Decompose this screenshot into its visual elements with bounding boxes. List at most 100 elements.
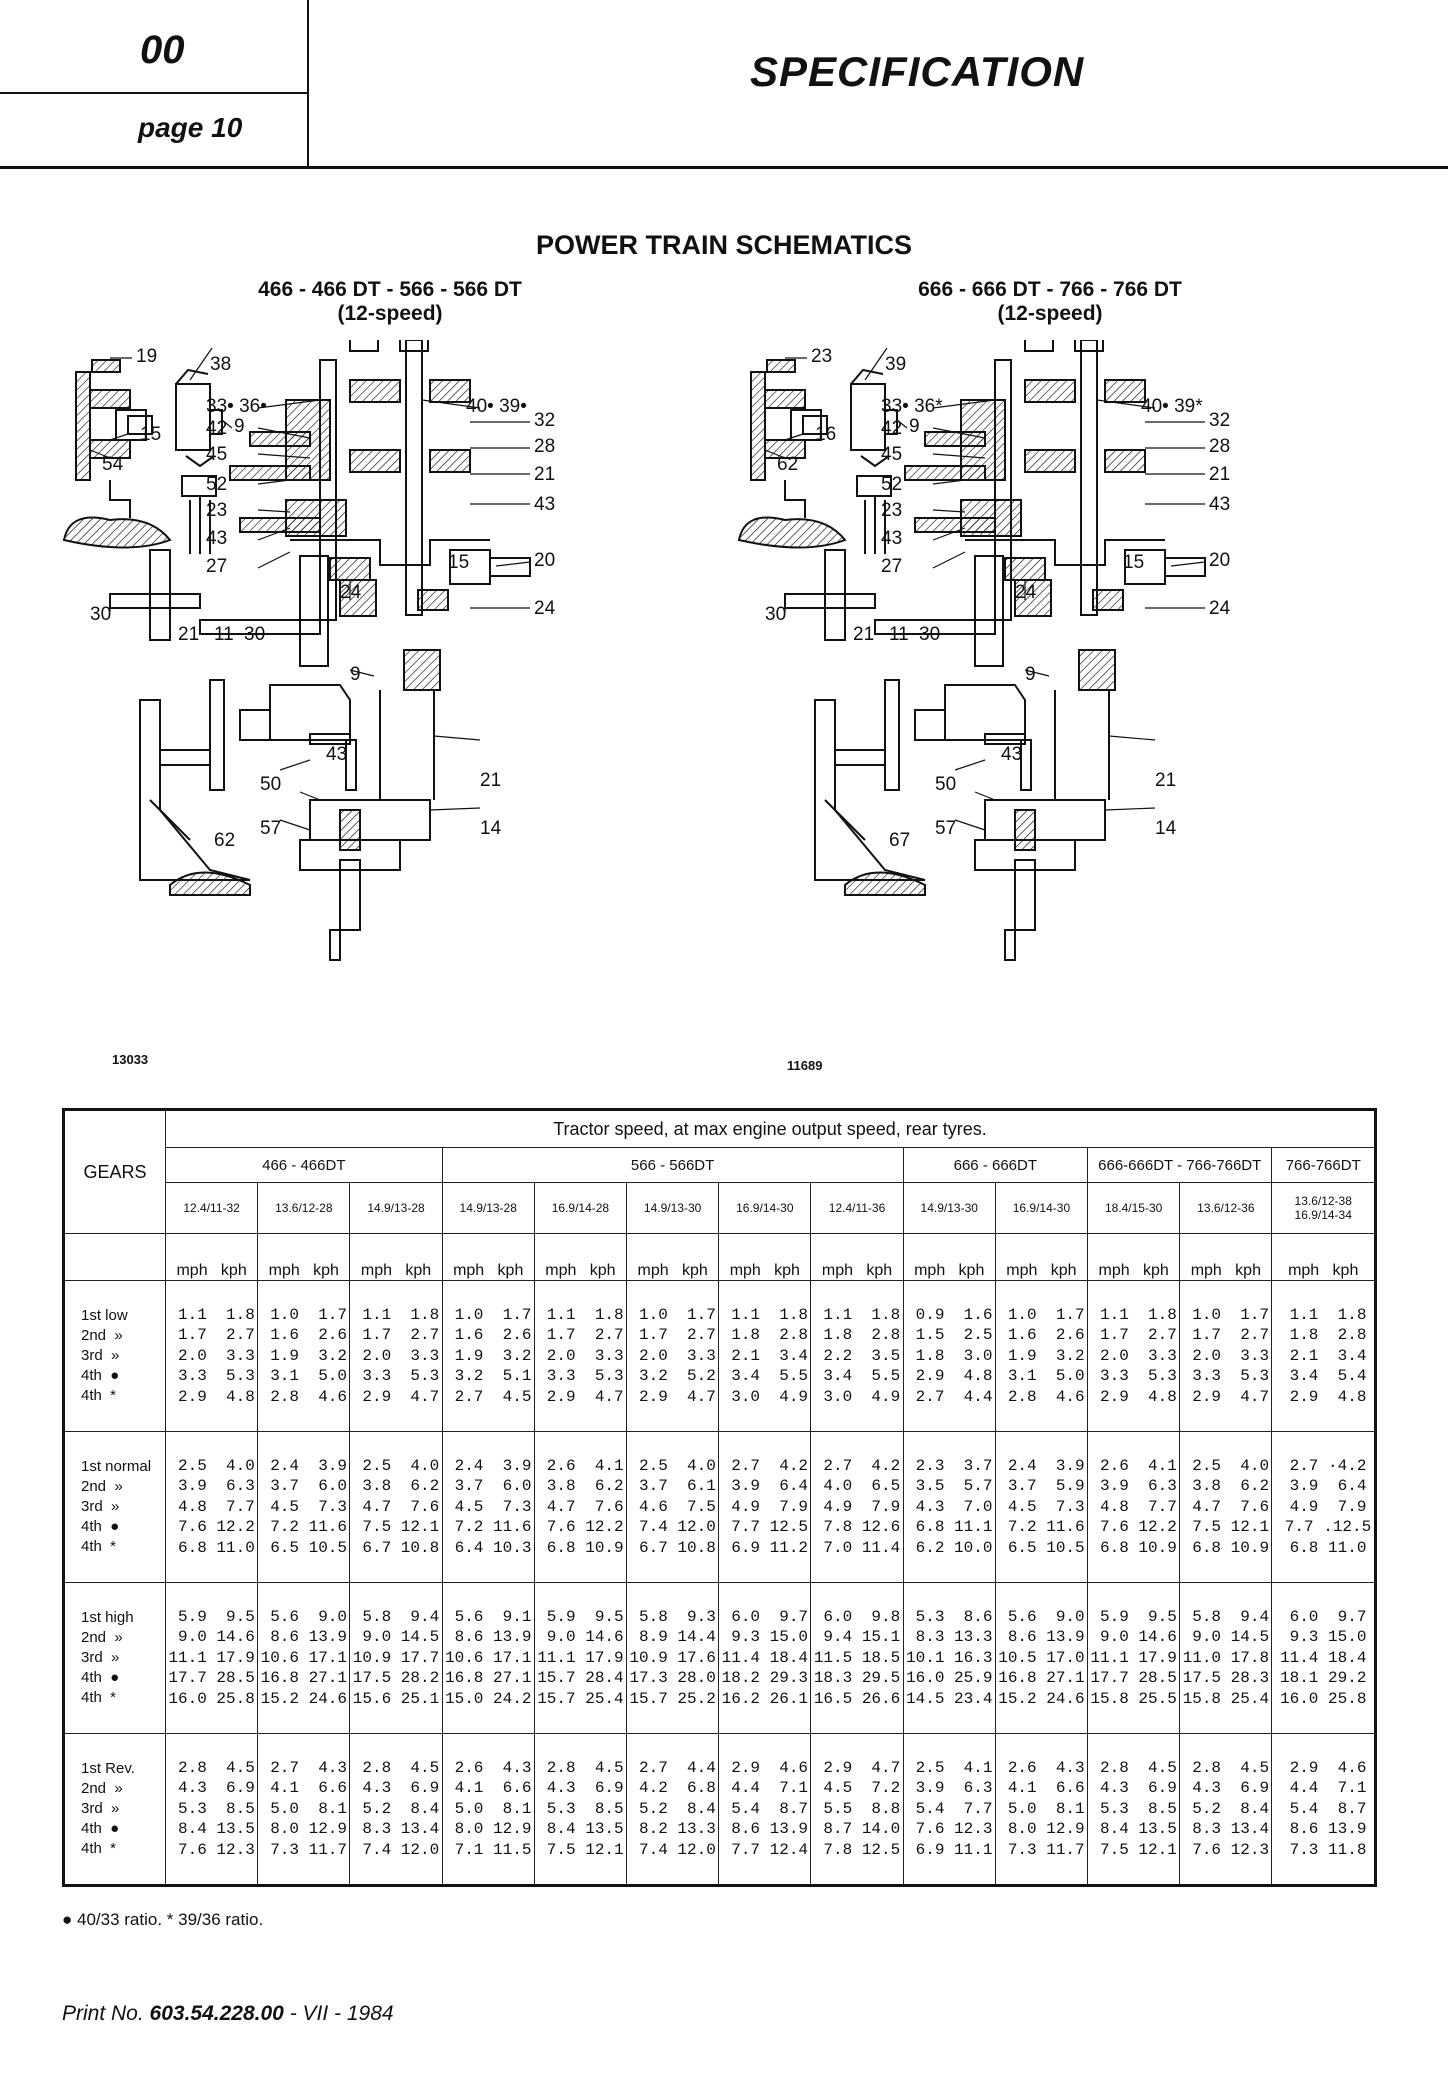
unit-header: mph kph xyxy=(257,1233,351,1281)
part-label: 9 xyxy=(234,416,245,437)
part-label: 23 xyxy=(811,346,832,367)
part-label: 33• 36* xyxy=(881,396,943,417)
page-title: POWER TRAIN SCHEMATICS xyxy=(536,230,912,260)
model-group-header: 666-666DT - 766-766DT xyxy=(1087,1147,1273,1183)
part-label: 21 xyxy=(178,624,199,645)
part-label: 21 xyxy=(534,464,555,485)
part-label: 43 xyxy=(1209,494,1230,515)
unit-header: mph kph xyxy=(810,1233,904,1281)
model-group-header: 666 - 666DT xyxy=(902,1147,1089,1183)
part-label: 45 xyxy=(881,444,902,465)
gear-labels: 1st high 2nd » 3rd » 4th ● 4th * xyxy=(63,1582,166,1734)
part-label: 27 xyxy=(881,556,902,577)
tyre-size-header: 16.9/14-30 xyxy=(994,1182,1089,1234)
part-labels: 19 38 15 9 54 33• 36• 40• 39• 42 45 52 2… xyxy=(90,346,556,851)
unit-header: mph kph xyxy=(164,1233,259,1281)
speed-values: 2.5 4.0 3.7 6.1 4.6 7.5 7.4 12.0 6.7 10.… xyxy=(626,1431,720,1583)
speed-values: 2.7 4.2 3.9 6.4 4.9 7.9 7.7 12.5 6.9 11.… xyxy=(718,1431,812,1583)
tyre-size-header: 12.4/11-32 xyxy=(164,1182,259,1234)
part-label: 42 xyxy=(881,418,902,439)
speed-values: 5.6 9.0 8.6 13.9 10.6 17.1 16.8 27.1 15.… xyxy=(257,1582,351,1734)
part-label: 43 xyxy=(326,744,347,765)
part-label: 14 xyxy=(1155,818,1177,839)
speed-values: 2.6 4.1 3.9 6.3 4.8 7.7 7.6 12.2 6.8 10.… xyxy=(1087,1431,1181,1583)
speed-values: 2.8 4.5 4.3 6.9 5.3 8.5 8.4 13.5 7.5 12.… xyxy=(533,1733,628,1886)
print-prefix: Print No. xyxy=(62,2002,144,2025)
part-label: 15 xyxy=(140,424,161,445)
part-label: 15 xyxy=(448,552,469,573)
print-number: Print No. 603.54.228.00 - VII - 1984 xyxy=(62,2002,394,2026)
speed-values: 1.1 1.8 1.7 2.7 2.0 3.3 3.3 5.3 2.9 4.7 xyxy=(533,1280,628,1432)
part-label: 32 xyxy=(1209,410,1230,431)
detail-left xyxy=(737,359,898,554)
speed-values: 2.9 4.6 4.4 7.1 5.4 8.7 8.6 13.9 7.3 11.… xyxy=(1271,1733,1376,1886)
part-label: 28 xyxy=(1209,436,1230,457)
speed-values: 5.6 9.1 8.6 13.9 10.6 17.1 16.8 27.1 15.… xyxy=(441,1582,535,1734)
speed-values: 2.8 4.5 4.3 6.9 5.3 8.5 8.4 13.5 7.5 12.… xyxy=(1087,1733,1181,1886)
speed-values: 5.8 9.3 8.9 14.4 10.9 17.6 17.3 28.0 15.… xyxy=(626,1582,720,1734)
gear-labels: 1st low 2nd » 3rd » 4th ● 4th * xyxy=(63,1280,166,1432)
part-label: 54 xyxy=(102,454,124,475)
gear-range-row: 1st Rev. 2nd » 3rd » 4th ● 4th * 2.8 4.5… xyxy=(63,1733,1376,1886)
speed-values: 2.5 4.0 3.8 6.2 4.7 7.6 7.5 12.1 6.8 10.… xyxy=(1179,1431,1273,1583)
part-label: 50 xyxy=(260,774,281,795)
part-label: 9 xyxy=(909,416,920,437)
part-label: 14 xyxy=(480,818,502,839)
speed-values: 1.0 1.7 1.6 2.6 1.9 3.2 3.1 5.0 2.8 4.6 xyxy=(257,1280,351,1432)
part-label: 40• 39* xyxy=(1141,396,1203,417)
part-label: 43 xyxy=(1001,744,1022,765)
unit-header: mph kph xyxy=(441,1233,535,1281)
header-divider xyxy=(307,0,309,168)
part-label: 19 xyxy=(136,346,157,367)
auxiliary xyxy=(109,549,531,896)
speed-values: 5.8 9.4 9.0 14.5 10.9 17.7 17.5 28.2 15.… xyxy=(349,1582,443,1734)
speed-values: 2.5 4.0 3.8 6.2 4.7 7.6 7.5 12.1 6.7 10.… xyxy=(349,1431,443,1583)
header-divider xyxy=(0,92,308,94)
speed-values: 5.6 9.0 8.6 13.9 10.5 17.0 16.8 27.1 15.… xyxy=(994,1582,1089,1734)
diagram-caption-left: 466 - 466 DT - 566 - 566 DT (12-speed) xyxy=(200,278,580,326)
schematic-drawing: 23 39 16 9 62 33• 36* 40• 39* 42 45 52 2… xyxy=(737,324,1231,961)
part-label: 50 xyxy=(935,774,956,795)
speed-values: 1.1 1.8 1.7 2.7 2.0 3.3 3.3 5.3 2.9 4.8 xyxy=(164,1280,259,1432)
header-rule xyxy=(0,166,1448,169)
unit-header: mph kph xyxy=(349,1233,443,1281)
print-suffix: - VII - 1984 xyxy=(289,2002,394,2025)
gear-labels: 1st normal 2nd » 3rd » 4th ● 4th * xyxy=(63,1431,166,1583)
part-label: 30 xyxy=(90,604,111,625)
speed-values: 2.8 4.5 4.3 6.9 5.2 8.4 8.3 13.4 7.4 12.… xyxy=(349,1733,443,1886)
drawing-code: 13033 xyxy=(112,1052,149,1067)
speed-values: 6.0 9.7 9.3 15.0 11.4 18.4 18.1 29.2 16.… xyxy=(1271,1582,1376,1734)
part-label: 30 xyxy=(244,624,265,645)
speed-values: 1.1 1.8 1.8 2.8 2.1 3.4 3.4 5.4 2.9 4.8 xyxy=(1271,1280,1376,1432)
part-label: 43 xyxy=(206,528,227,549)
section-title: SPECIFICATION xyxy=(750,48,1085,95)
tyre-size-header: 14.9/13-28 xyxy=(441,1182,535,1234)
speed-values: 5.8 9.4 9.0 14.5 11.0 17.8 17.5 28.3 15.… xyxy=(1179,1582,1273,1734)
part-label: 28 xyxy=(534,436,555,457)
part-label: 15 xyxy=(1123,552,1144,573)
speed-values: 2.4 3.9 3.7 6.0 4.5 7.3 7.2 11.6 6.5 10.… xyxy=(257,1431,351,1583)
part-label: 62 xyxy=(214,830,235,851)
tyre-size-header: 18.4/15-30 xyxy=(1087,1182,1181,1234)
unit-header: mph kph xyxy=(902,1233,996,1281)
diagram-models: 466 - 466 DT - 566 - 566 DT xyxy=(258,278,522,301)
part-label: 67 xyxy=(889,830,910,851)
gear-range-row: 1st normal 2nd » 3rd » 4th ● 4th * 2.5 4… xyxy=(63,1431,1376,1583)
print-id: 603.54.228.00 xyxy=(149,2002,284,2025)
gear-range-row: 1st high 2nd » 3rd » 4th ● 4th * 5.9 9.5… xyxy=(63,1582,1376,1734)
leaders xyxy=(89,347,531,831)
part-label: 38 xyxy=(210,354,231,375)
model-group-header: 766-766DT xyxy=(1271,1147,1376,1183)
part-label: 20 xyxy=(534,550,555,571)
speed-values: 2.6 4.3 4.1 6.6 5.0 8.1 8.0 12.9 7.1 11.… xyxy=(441,1733,535,1886)
part-label: 24 xyxy=(1015,582,1037,603)
power-train-schematic: 19 38 15 9 54 33• 36• 40• 39• 42 45 52 2… xyxy=(50,324,730,1080)
part-label: 11 xyxy=(889,624,909,645)
diagram-speed: (12-speed) xyxy=(997,302,1103,325)
leaders xyxy=(764,347,1206,831)
speed-values: 2.3 3.7 3.5 5.7 4.3 7.0 6.8 11.1 6.2 10.… xyxy=(902,1431,996,1583)
part-label: 24 xyxy=(340,582,362,603)
speed-values: 2.4 3.9 3.7 5.9 4.5 7.3 7.2 11.6 6.5 10.… xyxy=(994,1431,1089,1583)
unit-header: mph kph xyxy=(1179,1233,1273,1281)
speed-values: 6.0 9.8 9.4 15.1 11.5 18.5 18.3 29.5 16.… xyxy=(810,1582,904,1734)
